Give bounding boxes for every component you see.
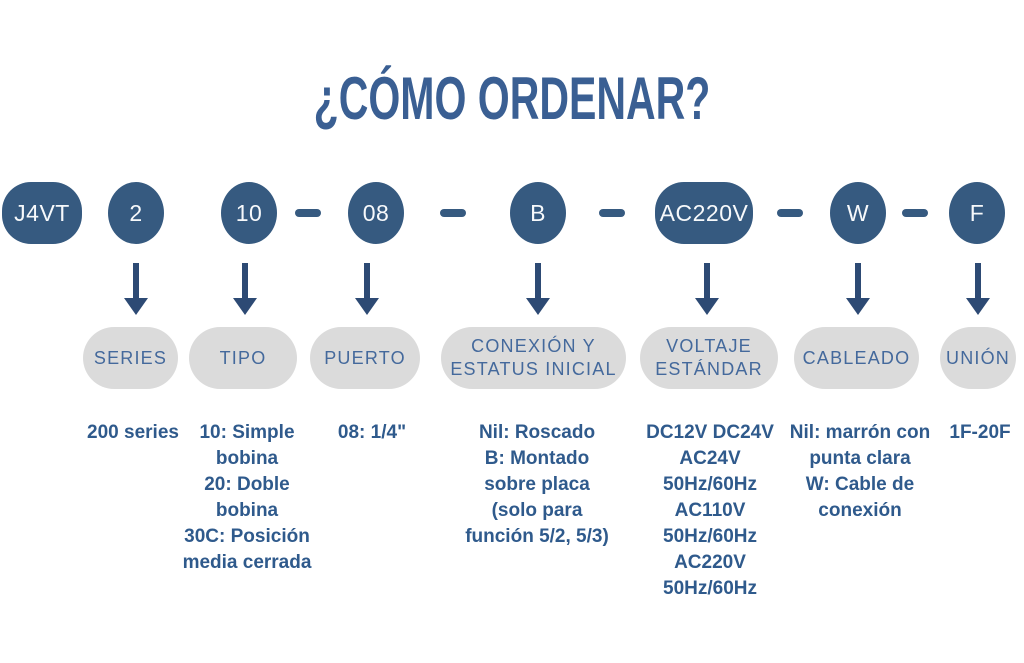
description-line: AC220V xyxy=(674,552,746,573)
description-line: 200 series xyxy=(87,422,179,443)
down-arrow-icon xyxy=(695,263,719,315)
description-line: AC24V xyxy=(679,448,741,469)
description-line: 50Hz/60Hz xyxy=(663,526,757,547)
category-pill-puerto: PUERTO xyxy=(310,327,420,389)
dash-separator xyxy=(295,209,321,217)
description-line: Nil: Roscado xyxy=(478,422,596,443)
description-tipo: 10: Simple bobina 20: Doble bobina 30C: … xyxy=(183,420,312,576)
description-line: DC12V DC24V xyxy=(646,422,774,443)
code-node-ac220v: AC220V xyxy=(655,182,753,244)
description-line: bobina xyxy=(215,500,279,521)
description-line: sobre placa xyxy=(484,474,590,495)
description-series: 200 series xyxy=(87,420,179,446)
category-pill-series: SERIES xyxy=(83,327,178,389)
description-line: 20: Doble xyxy=(204,474,290,495)
dash-separator xyxy=(599,209,625,217)
code-node-j4vt: J4VT xyxy=(2,182,82,244)
code-text: F xyxy=(969,199,985,226)
category-label: CABLEADO xyxy=(802,347,911,368)
code-text: W xyxy=(846,199,870,226)
code-text: 10 xyxy=(235,199,263,226)
code-text: B xyxy=(530,199,546,226)
description-line: 50Hz/60Hz xyxy=(663,578,757,599)
category-pill-tipo: TIPO xyxy=(189,327,297,389)
code-node-10: 10 xyxy=(221,182,277,244)
description-cableado: Nil: marrón con punta clara W: Cable de … xyxy=(790,420,930,524)
description-line: 08: 1/4" xyxy=(337,422,407,443)
category-pill-cableado: CABLEADO xyxy=(794,327,919,389)
dash-separator xyxy=(440,209,466,217)
description-line: media cerrada xyxy=(182,552,312,573)
down-arrow-icon xyxy=(846,263,870,315)
code-text: 2 xyxy=(129,199,143,226)
code-text: AC220V xyxy=(659,199,749,226)
category-label: ESTATUS INICIAL xyxy=(450,359,617,379)
description-line: 50Hz/60Hz xyxy=(663,474,757,495)
category-label: VOLTAJE xyxy=(666,336,752,356)
description-line: 30C: Posición xyxy=(184,526,310,547)
description-line: 1F-20F xyxy=(949,422,1011,443)
down-arrow-icon xyxy=(526,263,550,315)
down-arrow-icon xyxy=(233,263,257,315)
category-label: UNIÓN xyxy=(946,347,1010,368)
description-line: W: Cable de xyxy=(805,474,915,495)
description-puerto: 08: 1/4" xyxy=(338,420,406,446)
description-line: AC110V xyxy=(674,500,746,521)
code-node-08: 08 xyxy=(348,182,404,244)
category-label: CONEXIÓN Y xyxy=(471,336,596,356)
category-label: PUERTO xyxy=(324,347,406,368)
description-union: 1F-20F xyxy=(949,420,1010,446)
description-line: punta clara xyxy=(809,448,911,469)
dash-separator xyxy=(902,209,928,217)
category-label: TIPO xyxy=(219,347,267,368)
description-line: Nil: marrón con xyxy=(789,422,931,443)
code-node-b: B xyxy=(510,182,566,244)
category-pill-voltaje: VOLTAJE ESTÁNDAR xyxy=(640,327,778,389)
category-pill-union: UNIÓN xyxy=(940,327,1016,389)
description-voltaje: DC12V DC24V AC24V 50Hz/60Hz AC110V 50Hz/… xyxy=(646,420,774,602)
description-line: bobina xyxy=(215,448,279,469)
category-pill-conexion: CONEXIÓN Y ESTATUS INICIAL xyxy=(441,327,626,389)
code-text: J4VT xyxy=(14,199,70,226)
description-line: B: Montado xyxy=(484,448,590,469)
code-node-w: W xyxy=(830,182,886,244)
down-arrow-icon xyxy=(355,263,379,315)
description-line: (solo para xyxy=(491,500,583,521)
description-line: 10: Simple xyxy=(199,422,295,443)
page-title: ¿CÓMO ORDENAR? xyxy=(313,65,711,133)
description-conexion: Nil: Roscado B: Montado sobre placa (sol… xyxy=(465,420,609,550)
code-node-f: F xyxy=(949,182,1005,244)
down-arrow-icon xyxy=(966,263,990,315)
dash-separator xyxy=(777,209,803,217)
category-label: SERIES xyxy=(93,347,168,368)
category-label: ESTÁNDAR xyxy=(655,359,763,379)
code-text: 08 xyxy=(362,199,390,226)
code-node-2: 2 xyxy=(108,182,164,244)
description-line: función 5/2, 5/3) xyxy=(465,526,609,547)
down-arrow-icon xyxy=(124,263,148,315)
description-line: conexión xyxy=(818,500,902,521)
